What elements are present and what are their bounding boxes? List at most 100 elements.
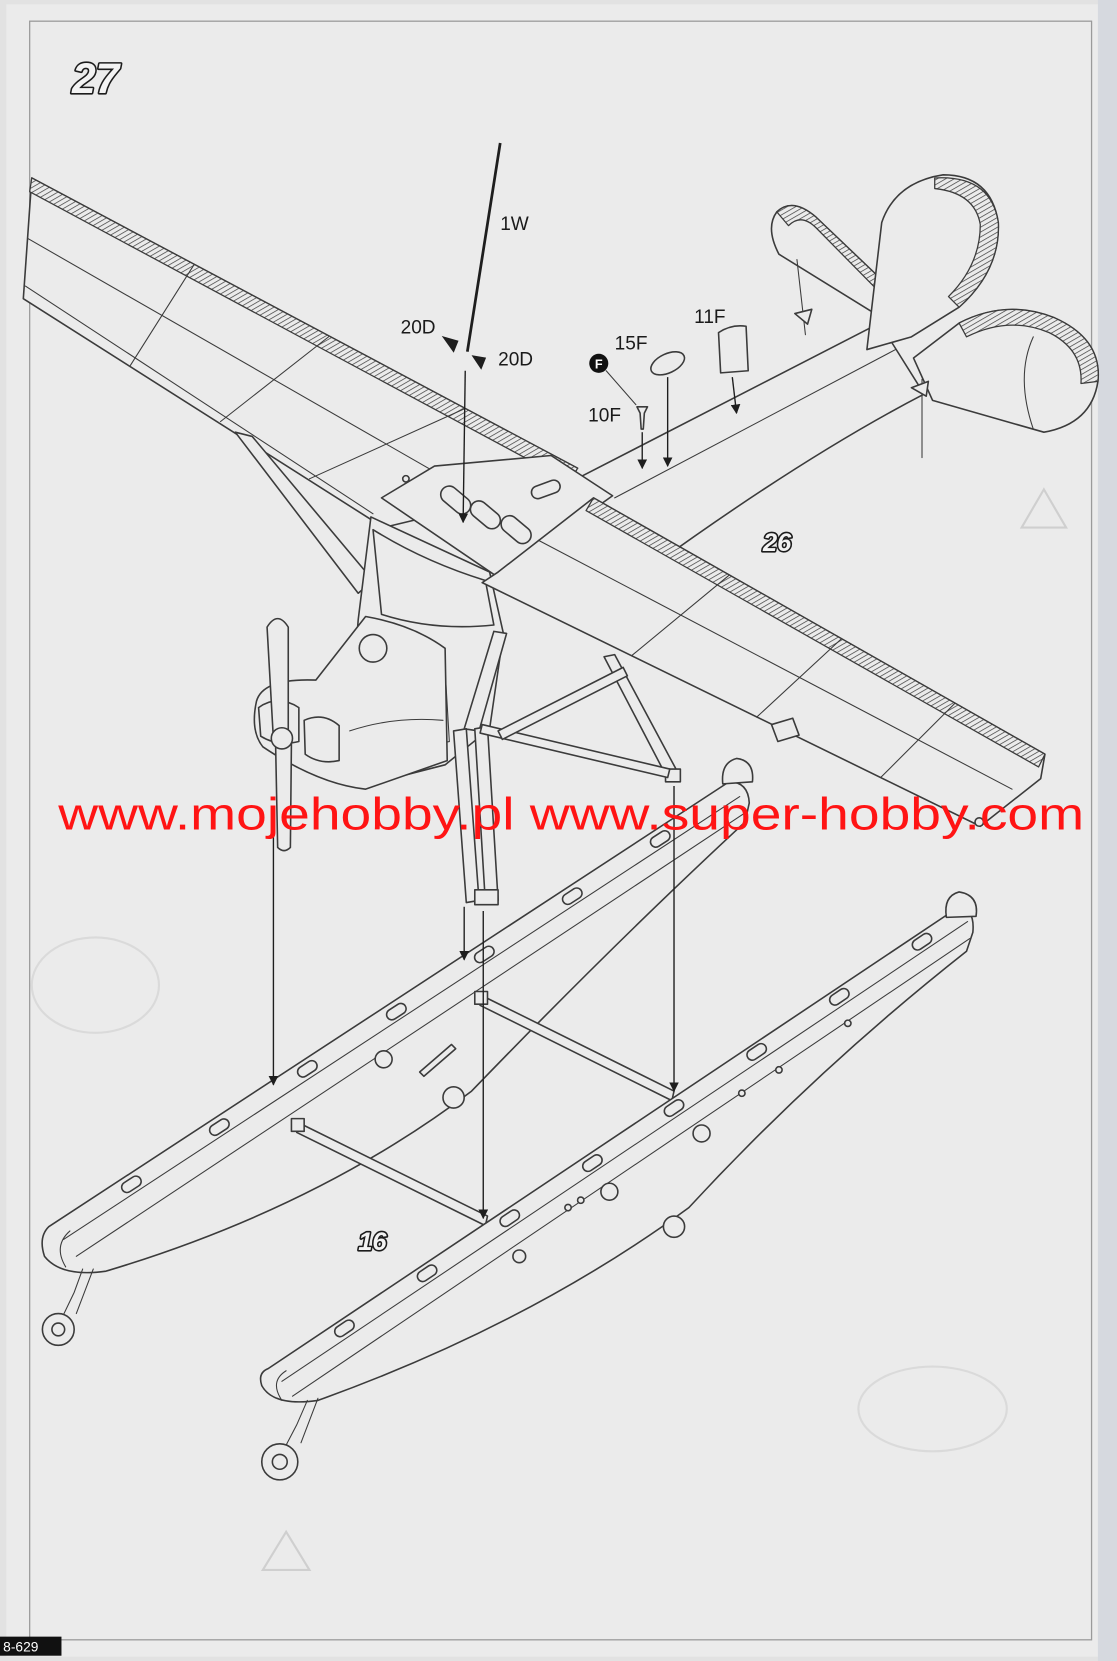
left-wing-edge-line bbox=[24, 285, 374, 515]
elevator-horn-cone bbox=[794, 308, 813, 325]
sprue-f-label: F bbox=[595, 357, 603, 372]
float-retracted-wheel bbox=[442, 1086, 465, 1109]
float-hatch bbox=[561, 887, 583, 906]
elevator-horn-cone bbox=[910, 380, 930, 397]
part-10f bbox=[636, 405, 649, 430]
tail-assembly bbox=[579, 173, 1100, 568]
float-nose-line bbox=[59, 1230, 71, 1268]
show-through-shape bbox=[857, 1365, 1008, 1453]
propeller-spinner bbox=[270, 726, 294, 750]
part-11f bbox=[717, 325, 749, 374]
spreader-bar-fitting bbox=[290, 1117, 305, 1133]
float-hatch bbox=[911, 932, 933, 951]
part-20d-right bbox=[471, 355, 487, 370]
float-hatch bbox=[663, 1098, 685, 1118]
skylight-window bbox=[530, 479, 561, 500]
float-assembly: 16 bbox=[41, 757, 978, 1481]
show-through-marks bbox=[30, 487, 1068, 1571]
float-left-wheel-strut bbox=[60, 1268, 94, 1320]
right-wing-spar-line bbox=[537, 539, 1013, 790]
strut-cross-bar bbox=[497, 666, 629, 741]
step-reference-26: 26 bbox=[762, 529, 792, 557]
float-fitting bbox=[692, 1124, 711, 1143]
float-hatch bbox=[581, 1154, 603, 1173]
float-right-rudder bbox=[945, 891, 978, 919]
rudder-hatch bbox=[934, 177, 999, 308]
right-wing bbox=[481, 497, 1046, 828]
wingtip-light bbox=[974, 816, 985, 828]
part-20d-left bbox=[441, 335, 459, 353]
watermark: www.mojehobby.pl www.super-hobby.com bbox=[57, 788, 1084, 839]
float-vent-hole bbox=[774, 1065, 783, 1074]
left-wing-spar-line bbox=[27, 237, 481, 499]
engine-cowling bbox=[253, 615, 449, 790]
float-vent-hole bbox=[843, 1019, 852, 1028]
right-wing-panel-line bbox=[880, 702, 956, 779]
step-reference-16: 16 bbox=[358, 1228, 387, 1256]
airplane-drawing bbox=[22, 173, 1100, 906]
cowling-body bbox=[253, 615, 449, 790]
float-right bbox=[259, 891, 978, 1481]
float-hatch bbox=[746, 1042, 768, 1061]
float-hatch bbox=[416, 1264, 438, 1283]
float-vent-hole bbox=[737, 1089, 746, 1098]
fuselage-stringer bbox=[614, 349, 897, 499]
float-hatch bbox=[499, 1209, 521, 1228]
propeller-blade-upper bbox=[266, 617, 290, 741]
float-deck-line bbox=[63, 796, 741, 1240]
float-hatch bbox=[828, 987, 850, 1006]
float-hatch bbox=[649, 829, 671, 848]
float-retracted-wheel bbox=[662, 1215, 686, 1239]
rear-fuselage bbox=[579, 322, 925, 568]
spreader-bars bbox=[290, 990, 675, 1227]
float-hatch bbox=[120, 1175, 142, 1194]
sprue-leader bbox=[605, 370, 637, 406]
float-strut-assembly bbox=[452, 630, 682, 906]
left-wing-panel-line bbox=[219, 336, 330, 423]
float-left-rudder bbox=[721, 757, 754, 785]
float-left bbox=[41, 757, 754, 1347]
elevator-tip bbox=[1023, 336, 1034, 430]
propeller bbox=[266, 617, 294, 852]
part-callouts: 1W 20D 20D 15F 11F F 10F 26 bbox=[401, 142, 794, 558]
float-hatch bbox=[296, 1059, 318, 1078]
show-through-triangle bbox=[260, 1529, 312, 1571]
float-left-wheel-hub bbox=[51, 1322, 66, 1337]
skylight-window bbox=[500, 514, 532, 545]
right-wing-hatch bbox=[585, 497, 1046, 768]
wing-center-section bbox=[380, 454, 614, 579]
float-hatch bbox=[385, 1002, 407, 1021]
sprue-f-icon bbox=[589, 353, 609, 373]
right-wing-panel-line bbox=[756, 638, 842, 718]
page-border bbox=[29, 20, 1093, 1641]
float-pipe bbox=[418, 1043, 457, 1078]
show-through-shape bbox=[30, 936, 161, 1034]
leader-line bbox=[458, 370, 469, 524]
float-right-hull bbox=[259, 905, 974, 1403]
float-chine-line bbox=[75, 813, 745, 1257]
page-edge-shadow bbox=[1097, 0, 1117, 1661]
strut-foot bbox=[473, 889, 499, 906]
float-fitting bbox=[512, 1249, 527, 1264]
part-label-11f: 11F bbox=[694, 307, 725, 328]
float-hatch bbox=[473, 945, 495, 964]
part-label-15f: 15F bbox=[615, 334, 648, 355]
float-right-wheel-hub bbox=[271, 1453, 288, 1471]
leader-line bbox=[730, 377, 741, 415]
strut-cross-bar bbox=[479, 723, 671, 779]
part-label-20d-right: 20D bbox=[498, 349, 533, 370]
antenna-part-1w bbox=[465, 142, 502, 352]
float-nose-line bbox=[276, 1370, 287, 1401]
step-number: 27 bbox=[71, 55, 122, 102]
part-label-20d-left: 20D bbox=[401, 318, 436, 339]
float-hatch bbox=[333, 1319, 355, 1338]
windshield bbox=[372, 528, 495, 628]
float-fitting bbox=[374, 1050, 393, 1069]
float-hatch bbox=[208, 1118, 230, 1137]
part-15f bbox=[650, 351, 686, 376]
part-label-1w: 1W bbox=[500, 214, 529, 235]
show-through-triangle bbox=[1019, 487, 1068, 529]
air-intake bbox=[303, 716, 340, 763]
